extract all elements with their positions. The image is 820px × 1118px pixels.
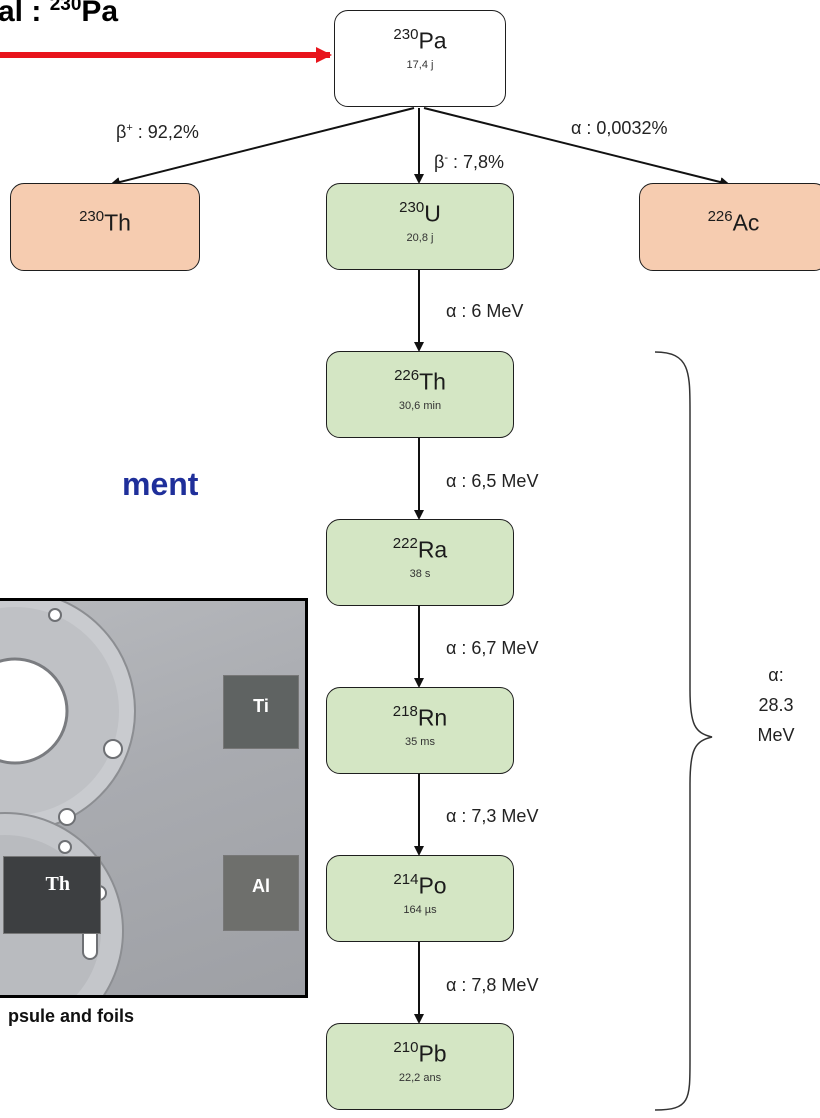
node-ra222: 222Ra 38 s <box>326 519 514 606</box>
node-ra222-half-life: 38 s <box>409 567 431 580</box>
capsule-photo: Ti Al Th <box>0 598 308 998</box>
arrow-pa-th230 <box>110 107 415 187</box>
node-pa230-label: 230Pa <box>393 26 447 54</box>
label-beta-minus: β- : 7,8% <box>434 152 505 172</box>
node-th226-half-life: 30,6 min <box>398 399 442 412</box>
label-alpha-po-pb: α : 7,8 MeV <box>446 975 539 995</box>
node-pb210-label: 210Pb <box>393 1039 447 1067</box>
label-alpha-rn-po: α : 7,3 MeV <box>446 806 539 826</box>
node-u230-label: 230U <box>399 199 441 227</box>
node-pa230-half-life: 17,4 j <box>406 58 434 71</box>
node-ac226: 226Ac <box>639 183 820 271</box>
summary-line-2: 28.3 <box>758 695 794 715</box>
photo-caption: psule and foils <box>8 1006 135 1026</box>
node-pb210: 210Pb 22,2 ans <box>326 1023 514 1110</box>
label-alpha-ra-rn: α : 6,7 MeV <box>446 638 539 658</box>
label-alpha-ac: α : 0,0032% <box>571 118 668 138</box>
node-ra222-label: 222Ra <box>392 535 448 563</box>
node-po214: 214Po 164 µs <box>326 855 514 942</box>
summary-line-3: MeV <box>757 725 795 745</box>
label-beta-plus: β+ : 92,2% <box>116 122 199 142</box>
label-alpha-u-th: α : 6 MeV <box>446 301 524 321</box>
node-rn218-label: 218Rn <box>392 703 448 731</box>
node-u230: 230U 20,8 j <box>326 183 514 270</box>
node-po214-half-life: 164 µs <box>403 903 437 916</box>
top-heading-mass: 230 <box>49 0 82 15</box>
summary-line-1: α: <box>768 665 784 685</box>
node-pa230: 230Pa 17,4 j <box>334 10 506 107</box>
summary-brace <box>654 351 713 1111</box>
node-th230: 230Th <box>10 183 200 271</box>
node-th226: 226Th 30,6 min <box>326 351 514 438</box>
node-ac226-label: 226Ac <box>707 208 760 236</box>
foil-th: Th <box>3 856 101 934</box>
node-rn218: 218Rn 35 ms <box>326 687 514 774</box>
arrow-pa-ac226 <box>423 107 730 187</box>
node-th226-label: 226Th <box>394 367 446 395</box>
node-u230-half-life: 20,8 j <box>406 231 434 244</box>
node-po214-label: 214Po <box>393 871 447 899</box>
foil-ti: Ti <box>223 675 299 749</box>
summary-total-alpha: α: 28.3 MeV <box>736 660 816 750</box>
node-pb210-half-life: 22,2 ans <box>398 1071 442 1084</box>
node-th230-label: 230Th <box>79 208 131 236</box>
label-alpha-th-ra: α : 6,5 MeV <box>446 471 539 491</box>
top-heading-element: Pa <box>81 0 119 28</box>
top-heading-prefix: al : <box>0 0 50 28</box>
top-heading: al : 230Pa <box>0 0 118 29</box>
foil-al: Al <box>223 855 299 931</box>
node-rn218-half-life: 35 ms <box>405 735 435 748</box>
capsule-disks <box>0 601 136 995</box>
section-heading: ment <box>122 466 199 502</box>
